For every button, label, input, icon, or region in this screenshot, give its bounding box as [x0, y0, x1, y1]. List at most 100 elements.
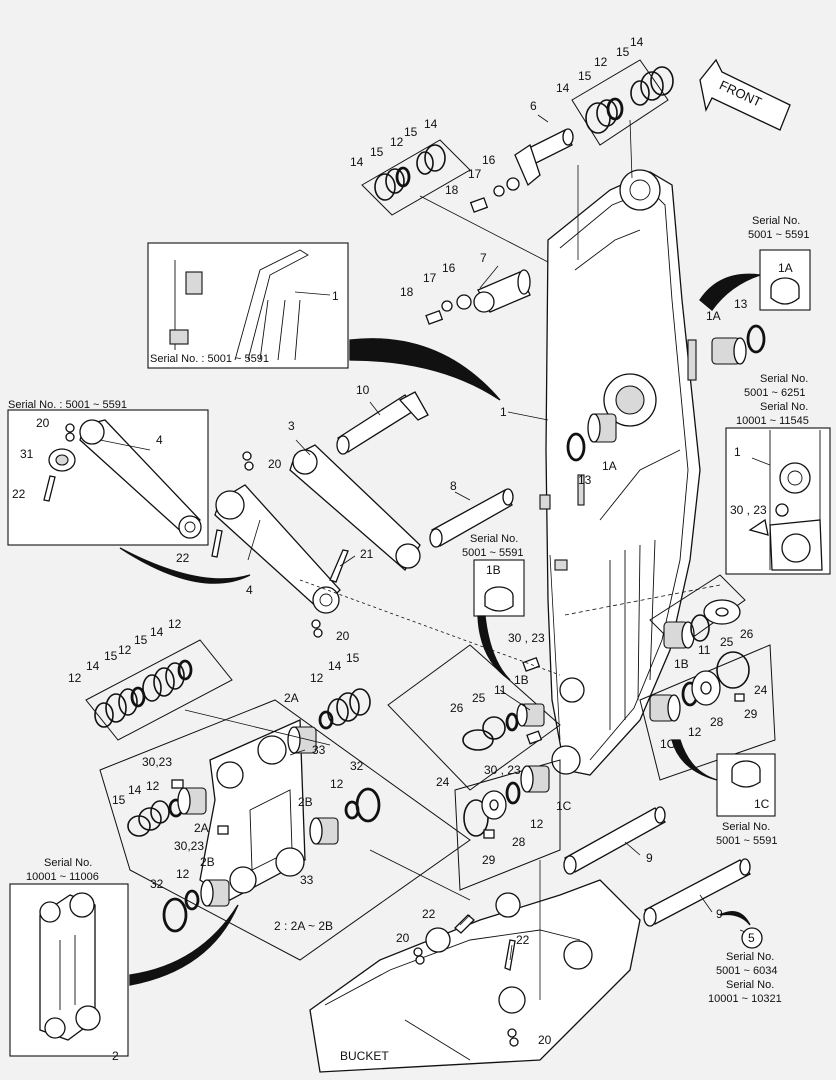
callout-30-23: 30,23: [174, 839, 204, 853]
callout-12: 12: [168, 617, 182, 631]
inset-box-link-4: [7, 409, 251, 584]
serial-1b-line2: 5001 ~ 5591: [462, 547, 523, 559]
callout-30-23: 30 , 23: [508, 631, 545, 645]
front-arrow: FRONT: [699, 58, 791, 131]
callout-4: 4: [246, 583, 253, 597]
callout-26: 26: [450, 701, 464, 715]
callout-14: 14: [630, 35, 644, 49]
callout-30-23: 30 , 23: [484, 763, 521, 777]
pin-9-b: [643, 858, 751, 927]
callout-12: 12: [390, 135, 404, 149]
callout-22: 22: [422, 907, 436, 921]
callout-11: 11: [698, 643, 711, 657]
callout-22: 22: [176, 551, 190, 565]
callout-9: 9: [646, 851, 653, 865]
serial-1a-line2: 5001 ~ 5591: [748, 229, 809, 241]
callout-12: 12: [330, 777, 344, 791]
callout-24: 24: [436, 775, 450, 789]
serial-5-line2: 5001 ~ 6034: [716, 965, 777, 977]
callout-1: 1: [332, 289, 339, 303]
callout-2: 2: [112, 1049, 119, 1063]
reference-circle-5: [741, 927, 763, 949]
link-4-middle: [211, 451, 349, 638]
callout-17: 17: [468, 167, 482, 181]
callout-1A: 1A: [602, 459, 617, 473]
note-2A-2B: 2 : 2A ~ 2B: [274, 919, 333, 933]
serial-note-box-1: Serial No. : 5001 ~ 5591: [150, 353, 269, 365]
callout-33: 33: [300, 873, 314, 887]
callout-20: 20: [538, 1033, 552, 1047]
serial-mid-line4: 10001 ~ 11545: [736, 415, 809, 427]
callout-29: 29: [744, 707, 758, 721]
callout-15: 15: [112, 793, 126, 807]
callout-2A: 2A: [284, 691, 299, 705]
callout-32: 32: [350, 759, 364, 773]
serial-mid-line3: Serial No.: [760, 401, 808, 413]
arm-body: [539, 169, 701, 776]
callout-16: 16: [482, 153, 496, 167]
callout-25: 25: [472, 691, 486, 705]
top-seal-group-right: [571, 59, 674, 146]
callout-labels: 14 15 12 15 14 6 14 15 12 15 14 16 17 18…: [12, 35, 793, 1063]
callout-2A: 2A: [194, 821, 209, 835]
serial-2-line1: Serial No.: [44, 857, 92, 869]
callout-11: 11: [494, 683, 507, 697]
callout-15: 15: [370, 145, 384, 159]
seal-group-1B: [649, 574, 746, 649]
serial-5-line3: Serial No.: [726, 979, 774, 991]
callout-12: 12: [118, 643, 132, 657]
callout-4: 4: [156, 433, 163, 447]
callout-2B: 2B: [200, 855, 215, 869]
callout-28: 28: [512, 835, 526, 849]
callout-16: 16: [442, 261, 456, 275]
callout-13: 13: [578, 473, 592, 487]
callout-1B: 1B: [514, 673, 529, 687]
pin-8: [429, 488, 514, 548]
bucket-link-2: [99, 688, 471, 961]
callout-1C: 1C: [556, 799, 572, 813]
serial-notes: Serial No. 5001 ~ 5591 Serial No. 5001 ~…: [8, 215, 809, 1063]
callout-14: 14: [424, 117, 438, 131]
callout-1C: 1C: [754, 797, 770, 811]
callout-25: 25: [720, 635, 734, 649]
top-seal-group-left: [361, 139, 471, 216]
callout-18: 18: [445, 183, 459, 197]
callout-14: 14: [86, 659, 100, 673]
bucket-label: BUCKET: [340, 1049, 389, 1063]
callout-14: 14: [556, 81, 570, 95]
callout-14: 14: [128, 783, 142, 797]
serial-5-line1: Serial No.: [726, 951, 774, 963]
pin-9-a: [563, 806, 666, 875]
callout-1C: 1C: [660, 737, 676, 751]
callout-1B: 1B: [674, 657, 689, 671]
bushing-1C-box: [671, 739, 776, 817]
callout-14: 14: [328, 659, 342, 673]
callout-29: 29: [482, 853, 496, 867]
callout-13: 13: [734, 297, 748, 311]
callout-7: 7: [480, 251, 487, 265]
callout-21: 21: [360, 547, 374, 561]
callout-12: 12: [146, 779, 160, 793]
inset-box-part-1: Serial No. : 5001 ~ 5591: [147, 242, 501, 401]
callout-12: 12: [530, 817, 544, 831]
bucket: [309, 879, 641, 1073]
inset-box-link-2: [9, 883, 239, 1057]
serial-1c-line1: Serial No.: [722, 821, 770, 833]
callout-8: 8: [450, 479, 457, 493]
pin-6: [514, 128, 574, 187]
callout-15: 15: [104, 649, 118, 663]
callout-1: 1: [734, 445, 741, 459]
callout-15: 15: [404, 125, 418, 139]
callout-20: 20: [268, 457, 282, 471]
serial-box-4: Serial No. : 5001 ~ 5591: [8, 399, 127, 411]
bolt-washer-16-17-18-top: [469, 177, 520, 213]
callout-15: 15: [578, 69, 592, 83]
callout-30-23: 30,23: [142, 755, 172, 769]
serial-1a-line1: Serial No.: [752, 215, 800, 227]
callout-12: 12: [310, 671, 324, 685]
callout-20: 20: [336, 629, 350, 643]
serial-2-line2: 10001 ~ 11006: [26, 871, 99, 883]
bushing-1A-group: [566, 249, 811, 462]
callout-1A: 1A: [778, 261, 793, 275]
callout-17: 17: [423, 271, 437, 285]
